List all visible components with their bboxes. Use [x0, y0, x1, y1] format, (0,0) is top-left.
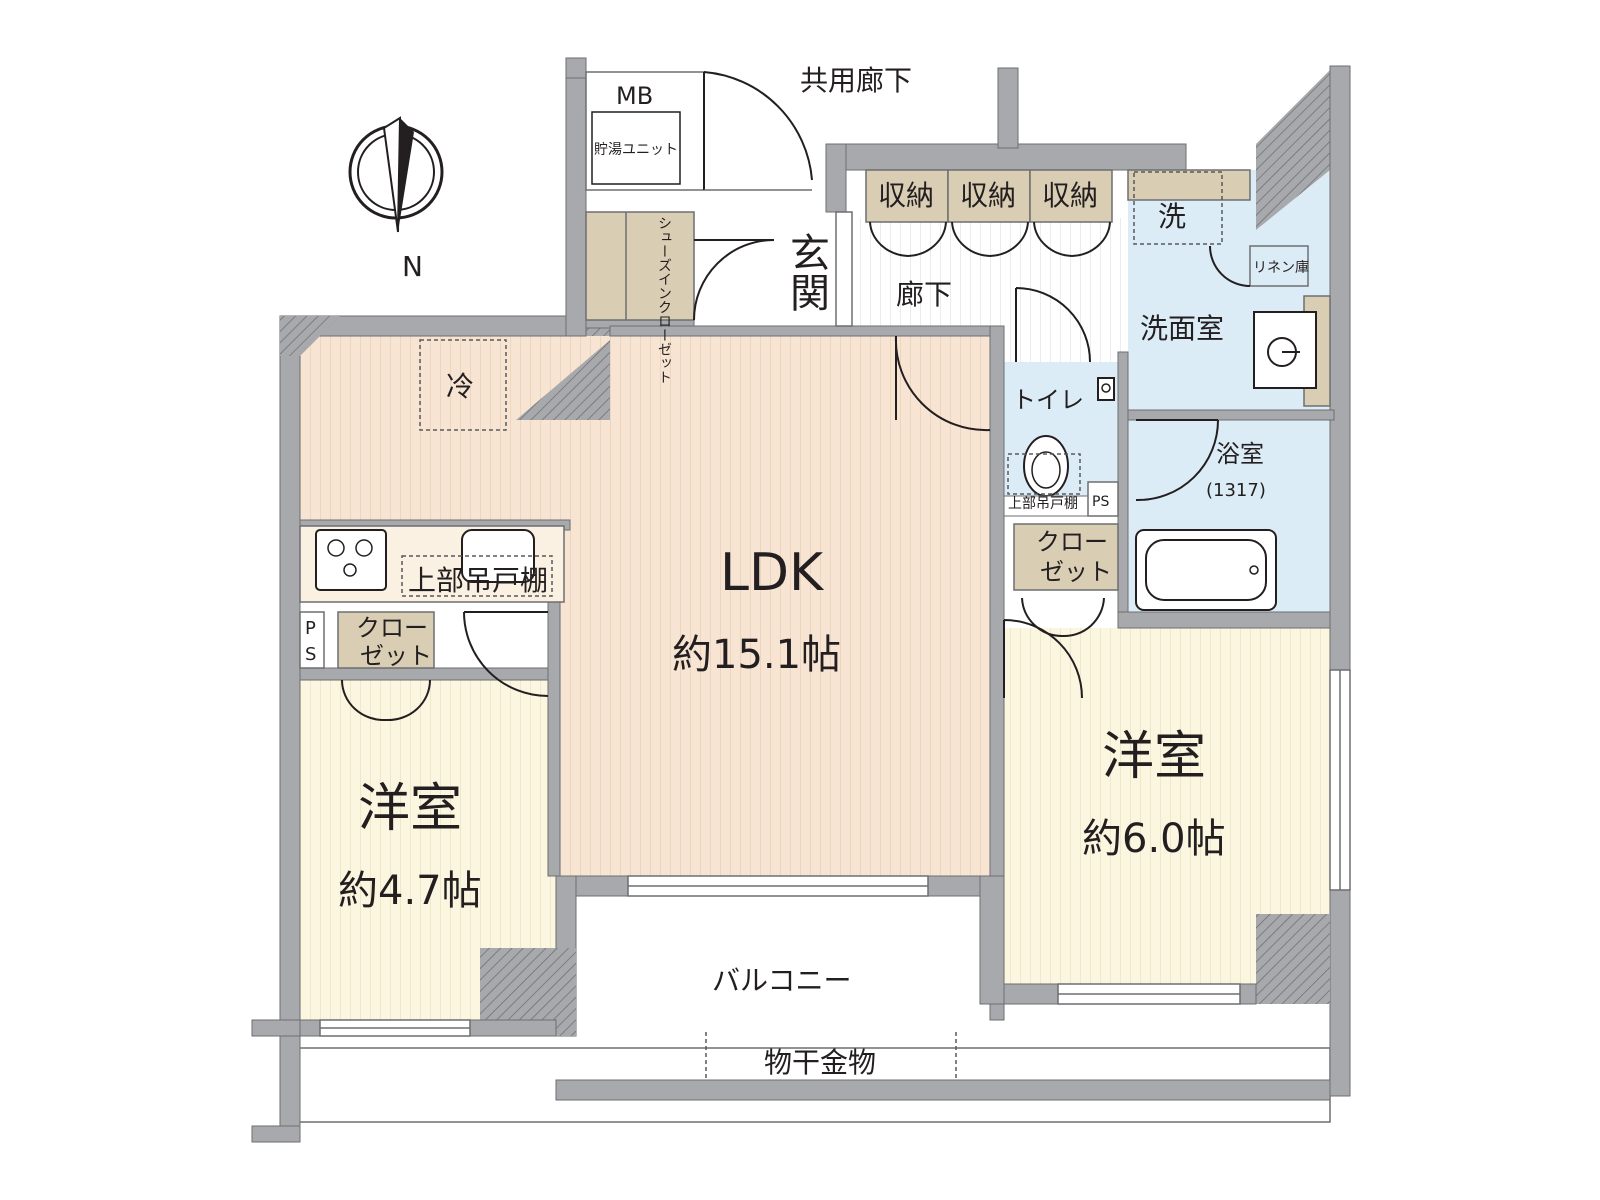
laundry-label: 洗 [1158, 200, 1186, 233]
corridor-storages [865, 169, 1113, 257]
right-bedroom-label: 洋室 [1102, 727, 1206, 787]
left-closet [299, 611, 549, 722]
right-bedroom-size-label: 約6.0帖 [1082, 816, 1226, 862]
left-closet-label-1: クロー [356, 614, 428, 642]
corridor-label: 廊下 [896, 278, 952, 311]
shoe-closet [585, 211, 695, 321]
left-bedroom-label: 洋室 [358, 779, 462, 839]
toilet-cabinet-label: 上部吊戸棚 [1008, 496, 1078, 512]
entrance-label: 玄関 [783, 232, 829, 312]
ldk-label: LDK [720, 543, 825, 603]
fridge-space [419, 339, 507, 431]
left-ps-label-2: S [305, 644, 316, 665]
entrance-floor [694, 212, 836, 326]
compass-north-label: N [402, 250, 423, 283]
right-closet-label-2: ゼット [1040, 558, 1112, 586]
bathroom-size-label: (1317) [1206, 480, 1266, 501]
mb-label: MB [616, 82, 653, 110]
ldk-size-label: 約15.1帖 [672, 632, 841, 678]
left-bedroom-floor [300, 680, 556, 1020]
kitchen-cabinet-label: 上部吊戸棚 [408, 564, 548, 597]
clothes-hanger-label: 物干金物 [764, 1046, 876, 1079]
water-heater-label: 貯湯ユニット [594, 141, 678, 158]
left-bedroom-size-label: 約4.7帖 [338, 868, 482, 914]
left-ps-label-1: P [305, 618, 316, 639]
kitchen-counter [299, 525, 565, 603]
storage-label-1: 収納 [878, 179, 934, 212]
windows [319, 669, 1351, 1037]
washroom-label: 洗面室 [1140, 312, 1224, 345]
right-closet-label-1: クロー [1036, 528, 1108, 556]
bathroom-tub [1135, 419, 1277, 611]
ldk-door [894, 335, 991, 432]
common-corridor-label: 共用廊下 [800, 64, 912, 97]
storage-label-3: 収納 [1042, 179, 1098, 212]
right-bedroom-floor [1004, 628, 1330, 984]
bathroom-label: 浴室 [1216, 440, 1264, 468]
linen-label: リネン庫 [1253, 259, 1309, 276]
ldk-floor [300, 336, 996, 876]
toilet-ps-label: PS [1092, 494, 1109, 510]
laundry-space [1127, 169, 1309, 287]
entrance-door [693, 211, 853, 327]
storage-label-2: 収納 [960, 179, 1016, 212]
toilet-fixture [1003, 377, 1119, 517]
washroom-door [1015, 287, 1091, 363]
clothes-hanger-marks [705, 1032, 957, 1080]
shoe-closet-label: シューズインクローゼット [656, 216, 672, 384]
right-closet [1003, 523, 1119, 699]
toilet-label: トイレ [1012, 386, 1084, 414]
washroom-sink [1253, 295, 1331, 407]
mb-box [585, 71, 813, 191]
fridge-label: 冷 [446, 370, 474, 403]
balcony-label: バルコニー [712, 964, 851, 997]
compass-icon [348, 116, 444, 233]
corridor-floor [852, 218, 1128, 362]
left-closet-label-2: ゼット [360, 642, 432, 670]
